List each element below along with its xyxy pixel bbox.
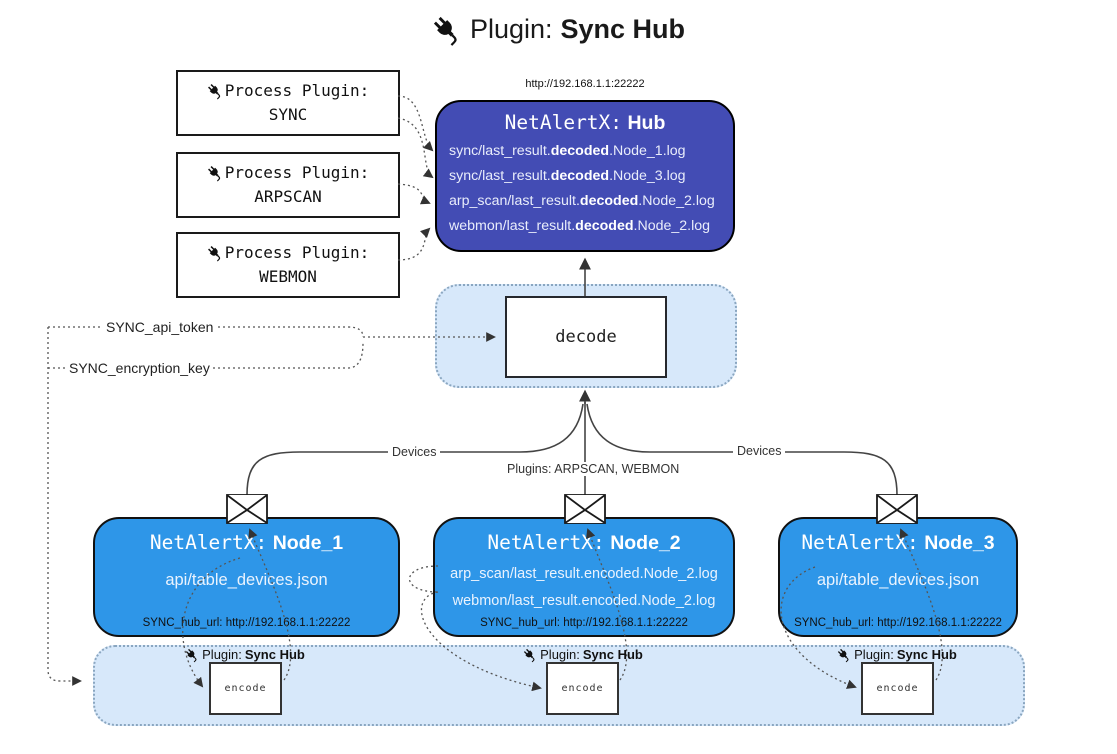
process-plugin-label: Process Plugin:	[224, 81, 370, 100]
node-content-line: arp_scan/last_result.encoded.Node_2.log	[450, 566, 718, 582]
hub-log-line: webmon/last_result.decoded.Node_2.log	[449, 218, 711, 234]
hub-url-label: http://192.168.1.1:22222	[525, 78, 645, 90]
node-content-line: api/table_devices.json	[165, 571, 328, 589]
encode-box: encode	[861, 662, 934, 715]
netalertx-node2-box: NetAlertX: Node_2 arp_scan/last_result.e…	[433, 517, 735, 637]
hub-title-prefix: NetAlertX:	[504, 111, 623, 134]
plug-icon	[184, 647, 200, 663]
node-title-name: Node_3	[924, 532, 995, 554]
hub-log-line: arp_scan/last_result.decoded.Node_2.log	[449, 193, 715, 209]
plug-icon	[522, 647, 538, 663]
edge-arpscan-to-line3	[397, 183, 431, 205]
encode-plugin-label: Plugin:Sync Hub	[498, 647, 668, 663]
decode-box: decode	[505, 296, 667, 378]
node-content-line: api/table_devices.json	[816, 571, 980, 589]
hub-log-line: sync/last_result.decoded.Node_3.log	[449, 168, 686, 184]
hub-log-line: sync/last_result.decoded.Node_1.log	[449, 143, 686, 159]
node-hub-url-label: SYNC_hub_url: http://192.168.1.1:22222	[142, 617, 351, 629]
encode-box: encode	[546, 662, 619, 715]
page-title: Plugin: Sync Hub	[0, 13, 1117, 46]
process-plugin-name: WEBMON	[259, 267, 317, 286]
node-title-prefix: NetAlertX:	[801, 531, 919, 554]
plugins-center-label: Plugins: ARPSCAN, WEBMON	[503, 462, 684, 476]
plug-icon	[836, 647, 852, 663]
encode-plugin-label: Plugin:Sync Hub	[160, 647, 330, 663]
edge-sync-to-line1	[397, 95, 434, 152]
node-content-line: webmon/last_result.encoded.Node_2.log	[452, 593, 716, 609]
title-name: Sync Hub	[560, 14, 686, 44]
node-title-prefix: NetAlertX:	[149, 531, 268, 554]
netalertx-node1-box: NetAlertX: Node_1 api/table_devices.json…	[93, 517, 400, 637]
sync-encryption-key-label: SYNC_encryption_key	[66, 360, 213, 376]
process-plugin-label: Process Plugin:	[224, 243, 370, 262]
encode-plugin-label: Plugin:Sync Hub	[812, 647, 982, 663]
netalertx-node3-box: NetAlertX: Node_3 api/table_devices.json…	[778, 517, 1018, 637]
plug-icon	[206, 82, 224, 100]
title-label: Plugin:	[469, 14, 553, 44]
edge-secrets-to-encode-bar	[47, 327, 82, 686]
devices-left-label: Devices	[388, 445, 441, 459]
process-plugin-sync-box: Process Plugin: SYNC	[176, 70, 400, 136]
devices-right-label: Devices	[733, 444, 786, 458]
process-plugin-name: SYNC	[268, 105, 308, 124]
node-title-name: Node_2	[610, 532, 681, 554]
node-title-prefix: NetAlertX:	[487, 531, 605, 554]
plug-icon	[206, 244, 224, 262]
process-plugin-label: Process Plugin:	[224, 163, 370, 182]
hub-title-name: Hub	[627, 112, 666, 134]
encode-box: encode	[209, 662, 282, 715]
edge-webmon-to-line4	[397, 227, 431, 261]
process-plugin-arpscan-box: Process Plugin: ARPSCAN	[176, 152, 400, 218]
process-plugin-name: ARPSCAN	[254, 187, 322, 206]
node-hub-url-label: SYNC_hub_url: http://192.168.1.1:22222	[794, 617, 1002, 629]
process-plugin-webmon-box: Process Plugin: WEBMON	[176, 232, 400, 298]
node-hub-url-label: SYNC_hub_url: http://192.168.1.1:22222	[480, 617, 688, 629]
sync-api-token-label: SYNC_api_token	[103, 319, 217, 335]
hub-title: NetAlertX: Hub	[437, 111, 733, 135]
netalertx-hub-box: NetAlertX: Hub sync/last_result.decoded.…	[435, 100, 735, 252]
edge-sync-to-line2	[397, 117, 434, 179]
plug-icon	[206, 164, 224, 182]
node-title-name: Node_1	[272, 532, 344, 554]
plug-icon	[430, 13, 463, 46]
